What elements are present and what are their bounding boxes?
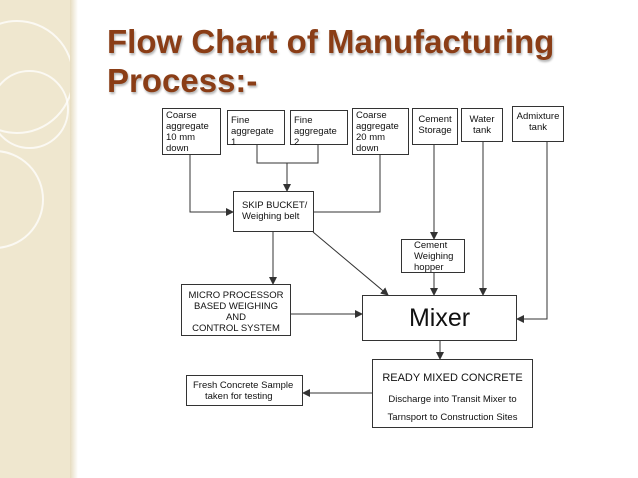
node-label: READY MIXED CONCRETE [382,372,523,384]
node-label: Water [469,114,495,125]
node-label: MICRO PROCESSOR [188,290,284,301]
node-ready-mixed-concrete: READY MIXED CONCRETE Discharge into Tran… [372,359,533,428]
node-label: Admixture [516,111,560,122]
node-label: Storage [418,125,452,136]
slide-title: Flow Chart of Manufacturing Process:- [107,22,554,100]
node-label: Fresh Concrete Sample [193,380,294,391]
node-label: Fine [231,115,250,126]
node-label: Coarse [166,110,197,121]
node-fine-aggregate-1: Fine aggregate 1 [227,110,285,148]
node-cement-weighing-hopper: Cement Weighing hopper [401,239,465,273]
node-label: aggregate 2 [294,126,337,148]
connector-coarse20-to-skip [314,155,381,213]
node-label: taken for testing [205,391,273,402]
node-label: tank [529,122,547,133]
node-mixer: Mixer [362,295,517,341]
node-label: aggregate [356,121,399,132]
node-fresh-concrete-sample: Fresh Concrete Sample taken for testing [186,375,303,406]
node-label: SKIP BUCKET/ [242,200,308,211]
node-label: CONTROL SYSTEM [192,323,280,334]
node-label: Weighing [414,251,454,262]
node-label: down [166,143,189,154]
slide-title-line: Flow Chart of Manufacturing [107,23,555,60]
node-coarse-aggregate-10mm: Coarse aggregate 10 mm down [162,108,221,155]
node-label: tank [473,125,491,136]
node-label: Cement [418,114,452,125]
node-label: Coarse [356,110,387,121]
node-label: 10 mm [166,132,196,143]
node-coarse-aggregate-20mm: Coarse aggregate 20 mm down [352,108,409,155]
node-label: Tarnsport to Construction Sites [387,412,518,423]
slide-title-line: Process:- [107,62,258,99]
node-label: Cement [414,240,448,251]
node-cement-storage: Cement Storage [412,108,458,145]
node-label: Weighing belt [242,211,300,222]
node-label: BASED WEIGHING AND [194,301,278,323]
node-label: Fine [294,115,313,126]
connector-coarse10-to-skip [189,155,234,216]
node-label: 20 mm [356,132,386,143]
node-label: Mixer [408,304,471,332]
node-water-tank: Water tank [461,108,503,142]
decorative-circle [0,70,69,149]
node-label: aggregate 1 [231,126,274,148]
node-label: hopper [414,262,444,273]
connector-skip-to-mixer [312,231,389,296]
node-label: aggregate [166,121,209,132]
node-skip-bucket: SKIP BUCKET/ Weighing belt [233,191,314,232]
node-fine-aggregate-2: Fine aggregate 2 [290,110,348,148]
node-label: down [356,143,379,154]
connector-admixture-to-mixer [516,142,548,323]
node-label: Discharge into Transit Mixer to [388,394,517,405]
node-admixture-tank: Admixture tank [512,106,564,142]
node-micro-processor: MICRO PROCESSOR BASED WEIGHING AND CONTR… [181,284,291,336]
sidebar-edge [70,0,78,478]
decorative-sidebar [0,0,70,478]
